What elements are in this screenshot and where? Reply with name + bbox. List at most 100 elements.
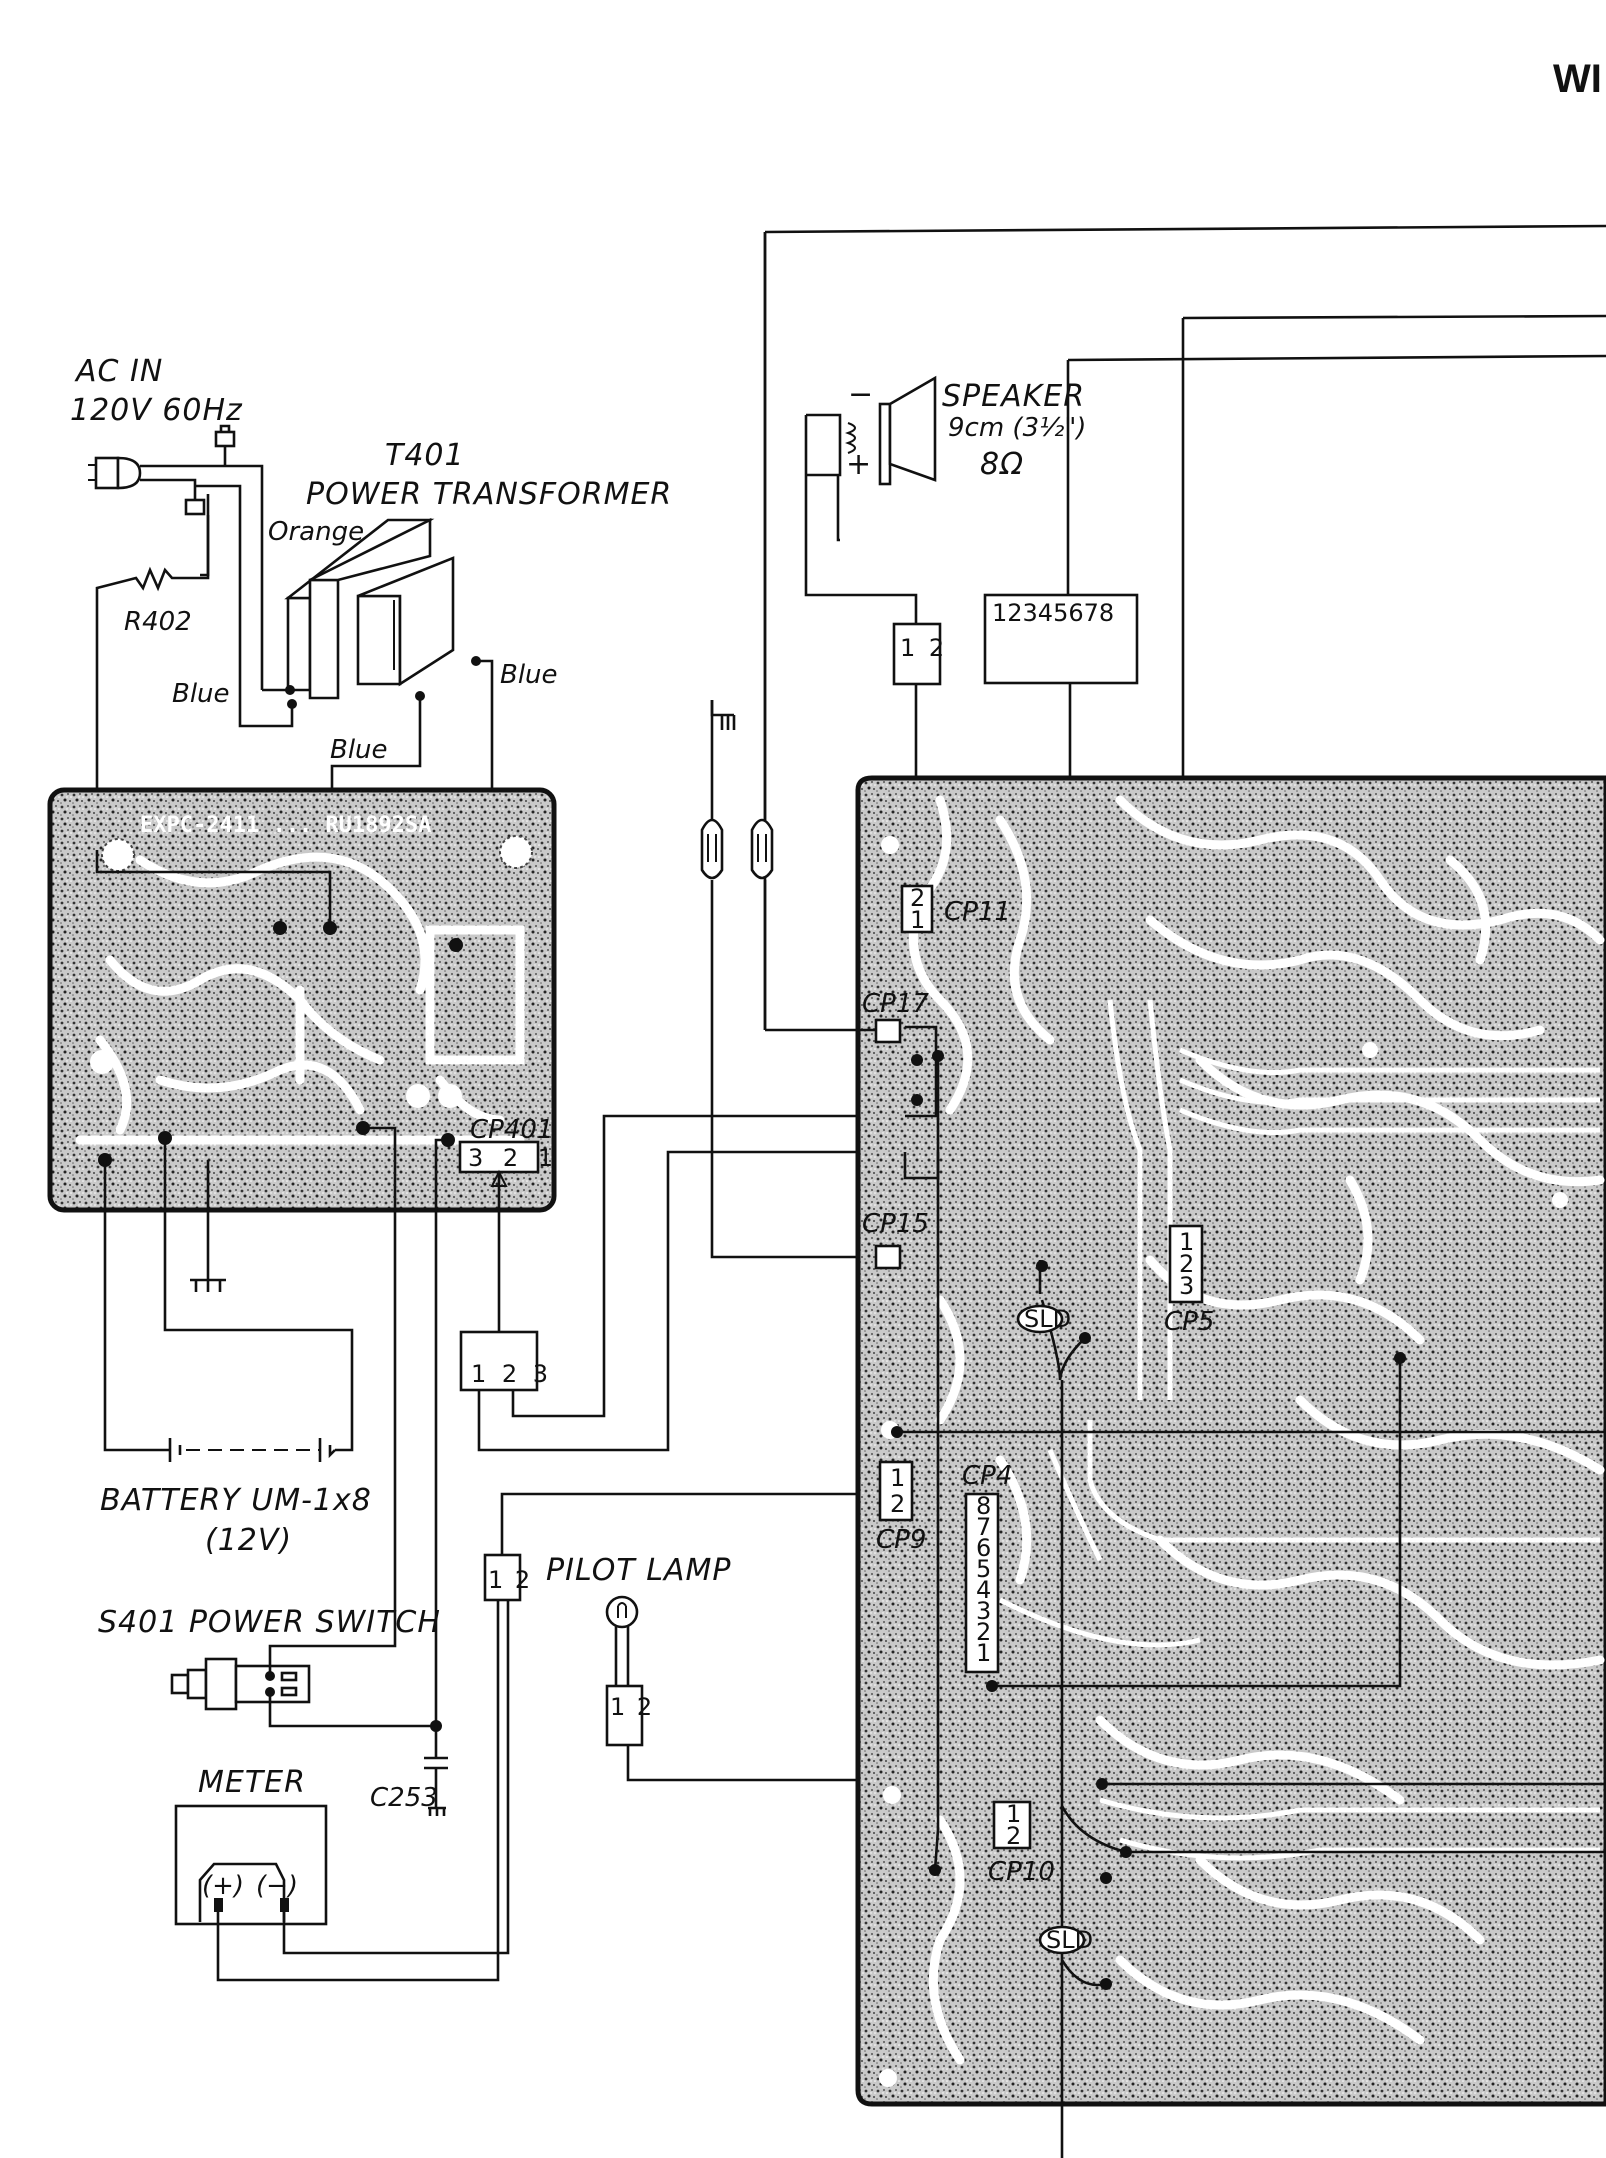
cp401-pins: 3 2 1 [468, 1144, 559, 1172]
fuse-holder-2 [184, 498, 206, 516]
ac-input: AC IN 120V 60Hz [70, 354, 264, 690]
connector-cp4: CP4 8 7 6 5 4 3 2 1 [962, 1461, 1012, 1674]
cp11-pin-1: 1 [910, 906, 925, 934]
sld-label-1: SLD [1024, 1305, 1071, 1333]
cp10-label: CP10 [988, 1857, 1055, 1887]
cp10-pin-1: 1 [1006, 1800, 1021, 1828]
power-switch-s401: S401 POWER SWITCH [98, 1605, 442, 1732]
wire-cp11-loop [905, 1025, 938, 1118]
shielded-jacks [700, 232, 880, 1259]
wire-top-1 [764, 224, 1606, 234]
cp5-pin-3: 3 [1179, 1272, 1194, 1300]
board-silkscreen: EXPC-2411 ... RU1892SA [140, 813, 431, 838]
cp4-pin-3: 3 [976, 1597, 991, 1625]
lamp-icon [605, 1595, 639, 1686]
ground-icon-jack [710, 700, 736, 730]
shield-label-1: SLD [1016, 1304, 1071, 1334]
switch-icon [170, 1657, 311, 1711]
resistor-icon [95, 515, 210, 850]
cp4-pin-7: 7 [976, 1513, 991, 1541]
speaker-minus: − [848, 377, 874, 412]
speaker-size: 9cm (3½") [948, 413, 1086, 443]
t401-name: POWER TRANSFORMER [306, 477, 672, 512]
ac-spec-label: 120V 60Hz [70, 393, 243, 428]
main-board [855, 775, 1606, 2107]
capacitor-icon [424, 1726, 448, 1808]
sld-label-2: SLD [1046, 1926, 1093, 1954]
wire-plug-to-cp11 [511, 1114, 905, 1418]
resistor-r402: R402 [95, 515, 210, 850]
ground-icon-c253 [428, 1806, 446, 1816]
c253-label: C253 [370, 1783, 438, 1813]
wire-top-3 [1067, 354, 1606, 362]
wire-cp17-down [933, 1056, 940, 1871]
cp11-pin-2: 2 [910, 884, 925, 912]
pilot-plug-pins: 1 2 [610, 1693, 654, 1721]
cp4-label: CP4 [962, 1461, 1012, 1491]
connector-cp5: 1 2 3 CP5 [1164, 1224, 1214, 1337]
transformer-t401: T401 POWER TRANSFORMER Orange Blue Blue … [172, 438, 672, 947]
cp4-pin-8: 8 [976, 1492, 991, 1520]
pilot-plug [605, 1684, 644, 1747]
connector-cp15: CP15 [862, 1209, 929, 1270]
transformer-icon [284, 517, 455, 700]
speaker-plus: + [846, 447, 872, 482]
speaker: − + SPEAKER 9cm (3½") 8Ω [804, 375, 1086, 624]
wire-cp4-return [990, 1358, 1402, 1688]
r402-label: R402 [124, 607, 192, 637]
battery-label: BATTERY UM-1x8 [100, 1483, 372, 1518]
cp10-pin-2: 2 [1006, 1822, 1021, 1850]
cp401-label: CP401 [470, 1115, 553, 1145]
connector-cp11: 2 1 CP11 [900, 884, 1011, 934]
cp4-pin-6: 6 [976, 1534, 991, 1562]
cp5-pin-2: 2 [1179, 1250, 1194, 1278]
meter-plug: 1 2 [483, 1486, 883, 1602]
meter-plus: (+) [202, 1871, 244, 1901]
speaker-impedance: 8Ω [980, 447, 1024, 482]
cp4-pin-5: 5 [976, 1555, 991, 1583]
plug-123: 1 2 3 [459, 1114, 905, 1452]
wire-top-2 [1182, 314, 1606, 320]
cp11-label: CP11 [944, 897, 1011, 927]
wire-c253-feed [434, 1138, 448, 1728]
connector-cp17: CP17 [838, 989, 929, 1044]
cp9-pin-1: 1 [890, 1464, 905, 1492]
wire-plug-to-cp17 [477, 1150, 905, 1452]
harness-8-pins: 12345678 [992, 599, 1114, 627]
wire-battery-neg [103, 1160, 170, 1452]
cp5-pin-1: 1 [1179, 1228, 1194, 1256]
cp4-pin-4: 4 [976, 1576, 991, 1604]
fuse-holder-1 [214, 430, 236, 448]
meter: METER (+) (−) [174, 1600, 510, 1982]
cp9-pin-2: 2 [890, 1490, 905, 1518]
pilot-lamp: PILOT LAMP 1 2 [546, 1553, 1020, 1805]
cp15-label: CP15 [862, 1209, 929, 1239]
shielded-jack-icon [700, 818, 774, 880]
cp4-pin-2: 2 [976, 1618, 991, 1646]
battery-icon [168, 1438, 336, 1462]
plug-123-pins: 1 2 3 [471, 1360, 552, 1388]
wire-color-blue-1: Blue [172, 679, 230, 709]
speaker-icon [806, 375, 937, 486]
battery-voltage: (12V) [205, 1523, 292, 1558]
speaker-label: SPEAKER [942, 379, 1085, 414]
power-switch-label: S401 POWER SWITCH [98, 1605, 441, 1640]
cp4-pin-1: 1 [976, 1639, 991, 1667]
t401-ref: T401 [385, 438, 465, 473]
wire-ac-2 [140, 478, 242, 690]
battery: BATTERY UM-1x8 (12V) [100, 1438, 372, 1558]
wire-battery-pos [163, 1138, 354, 1452]
shield-label-2: SLD [1038, 1925, 1093, 1955]
pilot-lamp-label: PILOT LAMP [546, 1553, 731, 1588]
ac-plug-icon [88, 456, 142, 490]
connector-cp10: 1 2 CP10 [988, 1800, 1055, 1887]
cp5-label: CP5 [1164, 1307, 1214, 1337]
connector-cp401 [458, 1140, 540, 1174]
meter-plug-pins: 1 2 [488, 1566, 532, 1594]
wire-ac-1 [140, 444, 264, 690]
wire-color-blue-2: Blue [500, 660, 558, 690]
wire-to-cp15 [710, 880, 880, 1259]
cp9-label: CP9 [876, 1525, 926, 1555]
power-supply-board: EXPC-2411 ... RU1892SA CP401 3 2 1 [47, 787, 559, 1213]
